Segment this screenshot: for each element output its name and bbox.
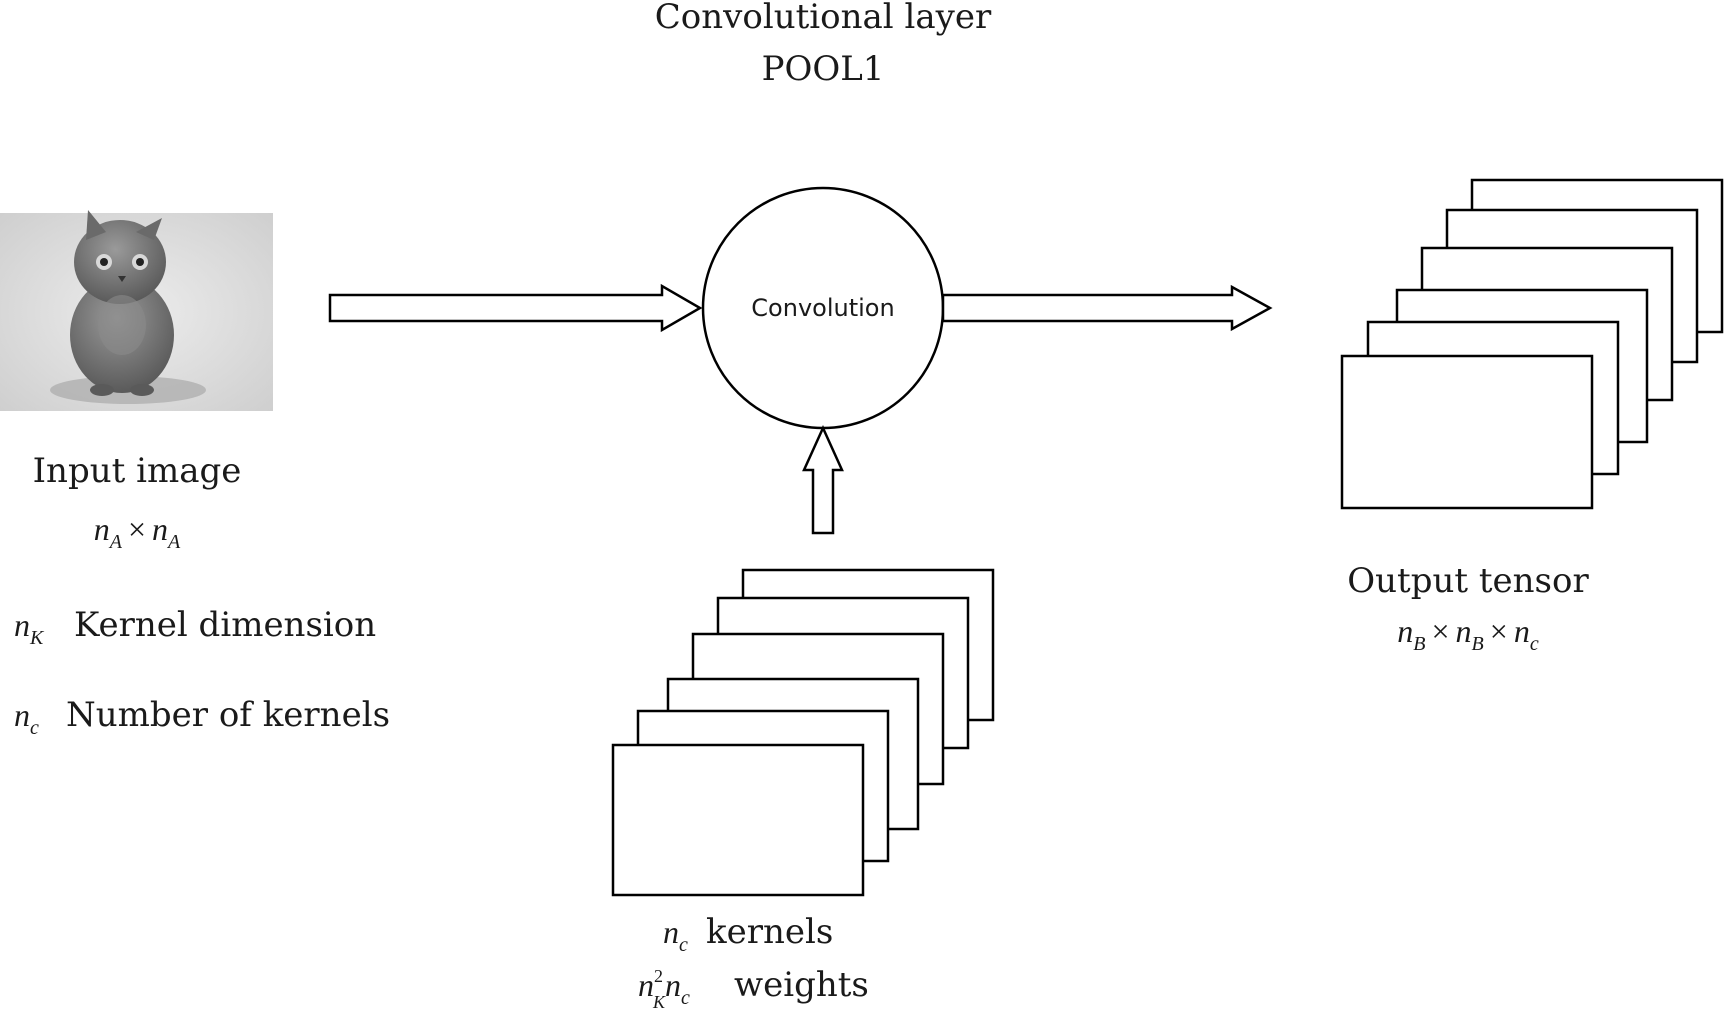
svg-text:nK: nK	[14, 607, 45, 649]
input-image	[0, 210, 273, 411]
arrow-input-to-convolution	[328, 283, 703, 333]
kernel-card	[611, 743, 865, 897]
svg-text:nc: nc	[663, 914, 688, 956]
legend-number-of-kernels: nc Number of kernels	[14, 695, 390, 739]
svg-text:Kernel dimension: Kernel dimension	[74, 605, 376, 645]
svg-text:kernels: kernels	[706, 912, 833, 952]
legend-kernel-dimension: nK Kernel dimension	[14, 605, 376, 649]
output-caption: Output tensor	[1347, 561, 1589, 601]
convolution-node: Convolution	[701, 186, 945, 430]
kernel-stack	[611, 568, 995, 897]
output-card	[1340, 354, 1594, 510]
kernels-count-caption: nc kernels	[663, 912, 833, 956]
arrow-kernels-to-convolution	[802, 424, 844, 535]
input-dims: nA×nA	[94, 511, 181, 553]
arrow-convolution-to-output	[941, 284, 1273, 332]
convolution-label: Convolution	[751, 294, 894, 322]
output-tensor-stack	[1340, 178, 1724, 510]
cat-photo-icon	[70, 210, 174, 396]
output-dims: nB×nB×nc	[1397, 613, 1539, 655]
input-caption: Input image	[33, 451, 242, 491]
svg-text:nc: nc	[14, 697, 39, 739]
title-line-1: Convolutional layer	[655, 0, 992, 37]
title-line-2: POOL1	[762, 49, 885, 89]
svg-text:weights: weights	[734, 965, 869, 1005]
svg-text:Number of kernels: Number of kernels	[66, 695, 390, 735]
